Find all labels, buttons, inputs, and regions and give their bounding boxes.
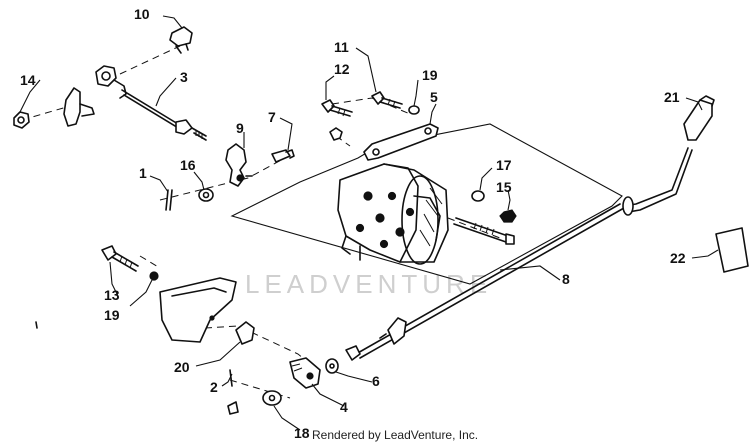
callout-21: 21 (664, 89, 680, 105)
leader-5 (429, 103, 437, 125)
callout-18: 18 (294, 425, 310, 441)
clevis-4 (289, 357, 321, 389)
callout-3: 3 (180, 69, 188, 85)
rod-3 (121, 89, 207, 141)
leader-19a (413, 79, 419, 107)
dash-line-13 (139, 255, 161, 269)
rod-end-3 (95, 65, 127, 99)
callout-7: 7 (268, 109, 276, 125)
pin-2 (227, 369, 239, 415)
washer-6 (325, 358, 339, 374)
leader-2 (221, 373, 233, 387)
callout-5: 5 (430, 89, 438, 105)
brake-assembly (337, 163, 449, 265)
callout-19-lower: 19 (104, 307, 120, 323)
leader-22 (691, 249, 719, 259)
reference-outline (230, 123, 623, 285)
callout-19-upper: 19 (422, 67, 438, 83)
leader-10 (162, 15, 183, 29)
dash-line-10 (119, 45, 181, 75)
callout-13: 13 (104, 287, 120, 303)
bushing-20 (235, 321, 255, 345)
lever-handle-21 (622, 95, 715, 216)
bolt-11 (371, 91, 403, 109)
callout-15: 15 (496, 179, 512, 195)
callout-8: 8 (562, 271, 570, 287)
washer-16 (198, 188, 214, 202)
leader-13 (109, 261, 119, 297)
bolt-10 (169, 26, 193, 54)
callout-20: 20 (174, 359, 190, 375)
bracket-14 (63, 87, 95, 127)
leader-8 (499, 265, 561, 281)
pedal-pad-22 (715, 227, 749, 273)
callout-11: 11 (334, 39, 349, 55)
nut-12 (329, 127, 343, 141)
leader-16 (193, 171, 205, 191)
cover-bracket-20 (159, 277, 237, 343)
bolt-13 (101, 245, 139, 272)
washer-17 (471, 190, 485, 202)
watermark-text: LEADVENTURE (245, 269, 492, 299)
leader-12 (325, 75, 335, 100)
callout-1: 1 (139, 165, 147, 181)
callout-6: 6 (372, 373, 380, 389)
dash-line-16 (159, 157, 286, 201)
stray-mark (35, 321, 38, 329)
washer-18 (262, 390, 282, 406)
nut-15 (499, 209, 517, 223)
callout-9: 9 (236, 120, 244, 136)
leader-20 (195, 341, 241, 367)
bolt-15 (453, 217, 515, 245)
lever-9 (225, 143, 253, 187)
callout-22: 22 (670, 250, 686, 266)
leader-18 (273, 405, 301, 431)
callout-12: 12 (334, 61, 350, 77)
leader-1 (149, 175, 169, 193)
pin-7 (271, 149, 295, 163)
leader-21 (685, 97, 703, 111)
dash-line-11 (331, 97, 411, 115)
leader-7 (279, 117, 293, 151)
callout-10: 10 (134, 6, 150, 22)
lock-washer-19b (149, 271, 159, 281)
dash-line-14 (21, 105, 71, 121)
bolt-12 (321, 99, 353, 117)
leader-3 (155, 77, 177, 107)
leader-17 (479, 167, 493, 191)
callout-17: 17 (496, 157, 512, 173)
lock-washer-19a (408, 105, 420, 115)
nut-14 (13, 111, 30, 129)
cotter-pin-1 (165, 189, 173, 211)
callout-14: 14 (20, 72, 36, 88)
callout-4: 4 (340, 399, 348, 415)
leader-11 (355, 47, 377, 93)
brake-rod-8 (345, 203, 625, 361)
leader-6 (335, 371, 373, 383)
leader-19b (129, 279, 153, 307)
link-plate-5 (363, 123, 439, 161)
leader-14 (19, 79, 41, 113)
callout-2: 2 (210, 379, 218, 395)
callout-16: 16 (180, 157, 196, 173)
leader-4 (311, 383, 345, 407)
credit-text: Rendered by LeadVenture, Inc. (312, 428, 478, 442)
leader-15 (507, 189, 511, 211)
